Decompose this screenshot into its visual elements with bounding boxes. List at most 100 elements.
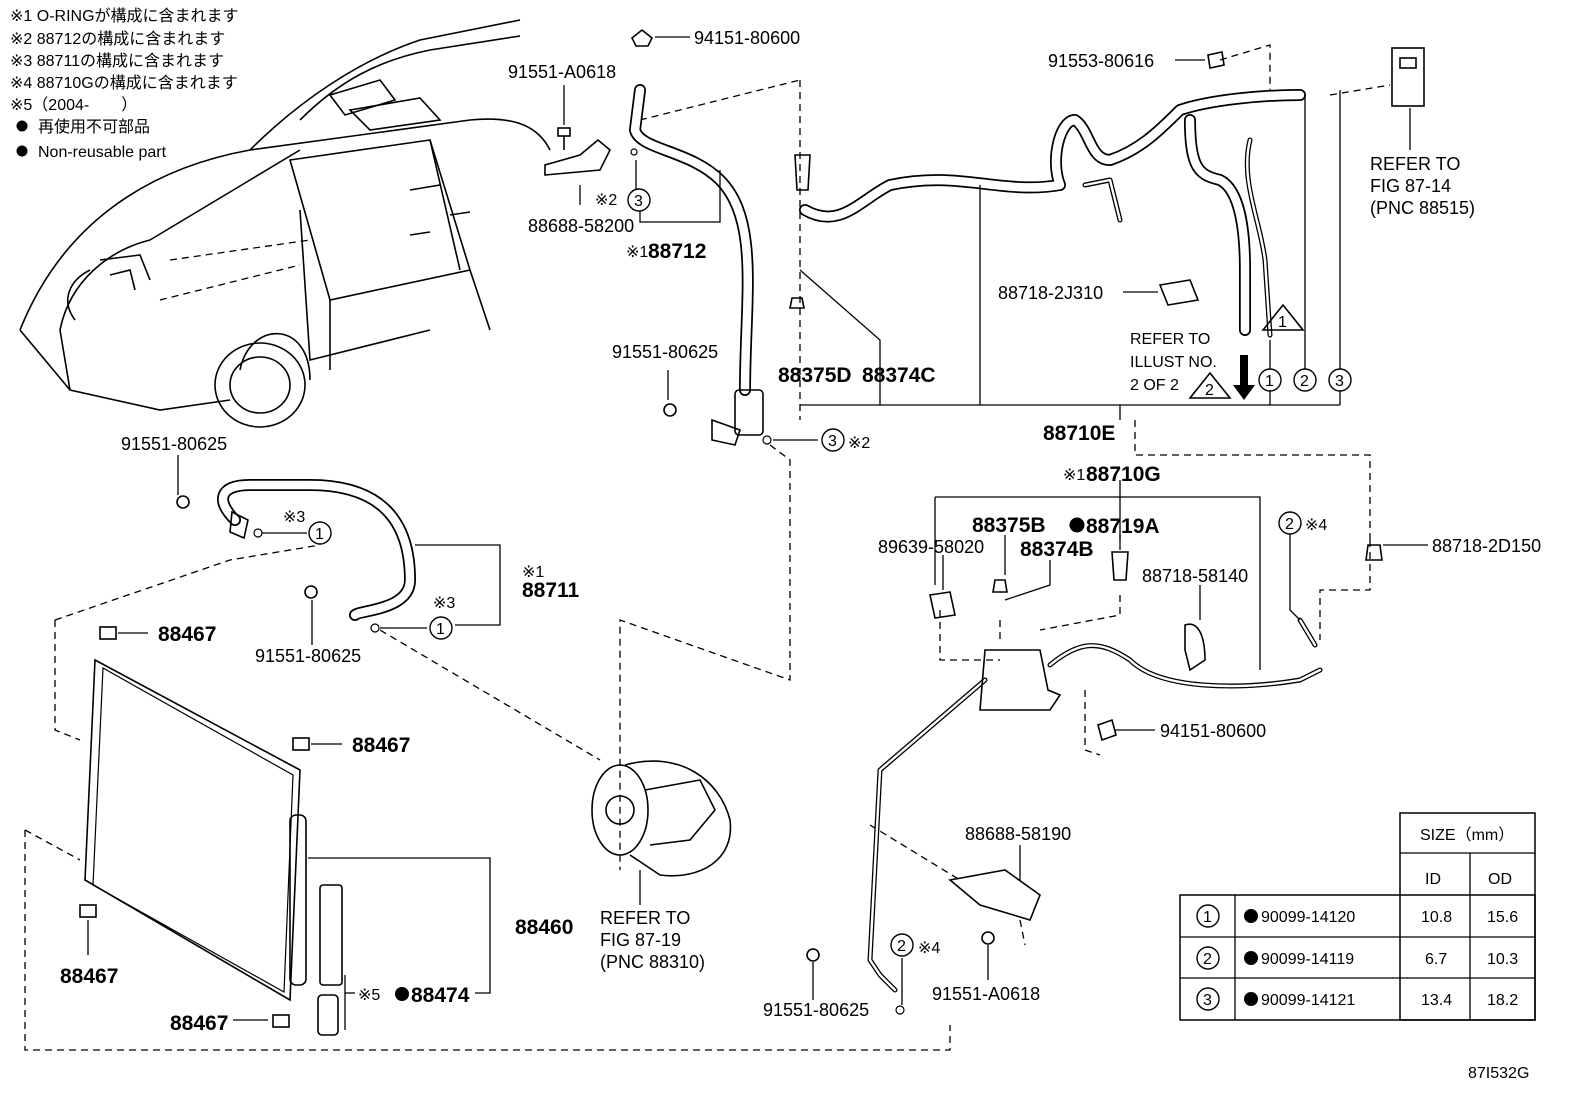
ref-circle-3: 3 bbox=[634, 193, 643, 210]
nonreusable-dot-icon bbox=[1244, 909, 1258, 923]
compressor-icon bbox=[591, 760, 732, 877]
table-row-id: 13.4 bbox=[1421, 992, 1452, 1009]
label-91551-a0618: 91551-A0618 bbox=[932, 984, 1040, 1004]
refer-text: REFER TO bbox=[1130, 331, 1210, 348]
nonreusable-dot-icon bbox=[395, 987, 409, 1001]
vehicle-sketch bbox=[19, 19, 551, 428]
label-91553-80616: 91553-80616 bbox=[1048, 51, 1154, 71]
label-88688-58200: 88688-58200 bbox=[528, 216, 634, 236]
label-88460: 88460 bbox=[515, 916, 573, 939]
ref-circle-3: 3 bbox=[828, 433, 837, 450]
label-91551-80625: 91551-80625 bbox=[763, 1000, 869, 1020]
clamp-icon bbox=[1184, 623, 1206, 672]
o-ring-icon bbox=[630, 148, 638, 156]
label-88688-58190: 88688-58190 bbox=[965, 824, 1071, 844]
ref-circle-1: 1 bbox=[315, 526, 324, 543]
refer-text: 2 OF 2 bbox=[1130, 377, 1179, 394]
label-88718-58140: 88718-58140 bbox=[1142, 566, 1248, 586]
label-88710g: 88710G bbox=[1086, 463, 1161, 486]
triangle-warning-icon bbox=[1261, 303, 1305, 331]
figure-code: 87I532G bbox=[1468, 1065, 1529, 1082]
table-row-part: 90099-14120 bbox=[1261, 909, 1355, 926]
bracket-icon bbox=[948, 869, 1041, 921]
part-shapes bbox=[79, 28, 1425, 1036]
warning-symbols: 1 2 bbox=[1188, 303, 1305, 400]
label-88718-2j310: 88718-2J310 bbox=[998, 283, 1103, 303]
table-row-od: 10.3 bbox=[1487, 951, 1518, 968]
mark-2: ※2 bbox=[595, 192, 617, 209]
label-88375b: 88375B bbox=[972, 514, 1046, 537]
label-88718-2d150: 88718-2D150 bbox=[1432, 536, 1541, 556]
hoses bbox=[217, 84, 1323, 993]
cushion-icon bbox=[99, 626, 117, 640]
connector-icon bbox=[1365, 544, 1383, 561]
mark-3: ※3 bbox=[433, 595, 455, 612]
table-row-ref: 1 bbox=[1203, 909, 1212, 926]
nonreusable-dot-icon bbox=[16, 145, 28, 157]
receiver-tank-icon bbox=[289, 814, 307, 986]
nonreusable-dot-icon bbox=[16, 120, 28, 132]
clamp-icon bbox=[229, 510, 249, 540]
nut-icon bbox=[1097, 718, 1117, 742]
leader-lines bbox=[87, 36, 1428, 1021]
bolt-icon bbox=[304, 585, 318, 599]
table-size-header: SIZE（mm） bbox=[1420, 826, 1514, 844]
refer-text: FIG 87-14 bbox=[1370, 176, 1451, 196]
mark-4: ※4 bbox=[918, 940, 940, 957]
label-91551-a0618: 91551-A0618 bbox=[508, 62, 616, 82]
note-nonreusable-ja: 再使用不可部品 bbox=[38, 118, 150, 136]
mark-5: ※5 bbox=[358, 987, 380, 1004]
triangle-2-label: 2 bbox=[1205, 382, 1214, 399]
table-row: 2 90099-14119 6.7 10.3 bbox=[1196, 946, 1518, 970]
mark-4: ※4 bbox=[1305, 517, 1327, 534]
label-89639-58020: 89639-58020 bbox=[878, 537, 984, 557]
label-94151-80600: 94151-80600 bbox=[694, 28, 800, 48]
ref-circle-1: 1 bbox=[1265, 373, 1274, 390]
size-table: SIZE（mm） ID OD 1 90099-14120 10.8 15.6 2… bbox=[1179, 812, 1536, 1021]
note-1: ※1 O-RINGが構成に含まれます bbox=[10, 7, 239, 25]
nonreusable-dot-icon bbox=[1244, 992, 1258, 1006]
notes-block: ※1 O-RINGが構成に含まれます ※2 88712の構成に含まれます ※3 … bbox=[10, 7, 239, 161]
o-ring-icon bbox=[895, 1005, 905, 1015]
table-row: 3 90099-14121 13.4 18.2 bbox=[1196, 987, 1518, 1011]
label-88467: 88467 bbox=[352, 734, 410, 757]
muffler-icon bbox=[734, 389, 764, 436]
refer-text: (PNC 88310) bbox=[600, 952, 705, 972]
table-row-ref: 2 bbox=[1203, 951, 1212, 968]
label-88467: 88467 bbox=[158, 623, 216, 646]
label-94151-80600: 94151-80600 bbox=[1160, 721, 1266, 741]
o-ring-icon bbox=[762, 435, 772, 445]
label-88467: 88467 bbox=[60, 965, 118, 988]
connector-icon bbox=[1158, 279, 1200, 306]
bracket-icon bbox=[544, 138, 611, 176]
valve-icon bbox=[794, 154, 811, 191]
table-col-od: OD bbox=[1488, 871, 1512, 888]
label-88374b: 88374B bbox=[1020, 538, 1094, 561]
ref-circle-2: 2 bbox=[1300, 373, 1309, 390]
arrow-down-icon bbox=[1233, 355, 1255, 400]
table-row-ref: 3 bbox=[1203, 992, 1212, 1009]
label-88710e: 88710E bbox=[1043, 422, 1115, 445]
nonreusable-dot-icon bbox=[1244, 951, 1258, 965]
table-row-id: 10.8 bbox=[1421, 909, 1452, 926]
condenser-icon bbox=[84, 658, 301, 1002]
label-88375d: 88375D bbox=[778, 364, 852, 387]
filter-icon bbox=[319, 884, 343, 986]
mark-1: ※1 bbox=[1063, 467, 1085, 484]
ref-circle-3: 3 bbox=[1335, 373, 1344, 390]
note-5: ※5（2004- ） bbox=[10, 96, 137, 114]
nut-icon bbox=[630, 28, 654, 47]
label-91551-80625: 91551-80625 bbox=[255, 646, 361, 666]
triangle-warning-icon bbox=[1188, 371, 1232, 399]
block-joint-icon bbox=[979, 649, 1062, 711]
note-nonreusable-en: Non-reusable part bbox=[38, 144, 167, 161]
bolt-icon bbox=[176, 495, 190, 509]
label-88711: 88711 bbox=[522, 579, 580, 602]
cap-icon bbox=[789, 297, 805, 309]
nonreusable-dot-icon bbox=[1069, 517, 1085, 533]
cap-icon bbox=[992, 579, 1008, 593]
label-88374c: 88374C bbox=[862, 364, 936, 387]
label-88474: 88474 bbox=[411, 984, 470, 1007]
ref-circle-2: 2 bbox=[897, 938, 906, 955]
label-88712: 88712 bbox=[648, 240, 706, 263]
